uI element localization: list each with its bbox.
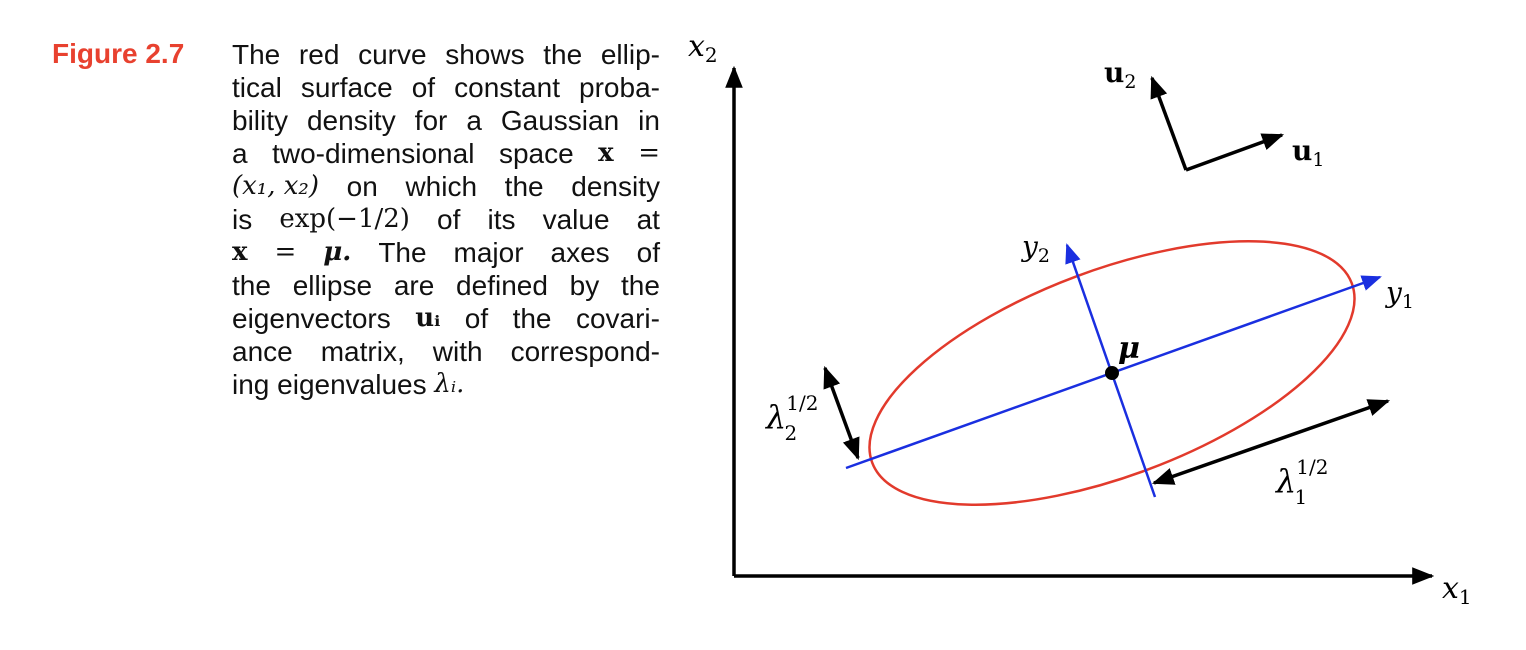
caption-word: in bbox=[638, 105, 660, 136]
caption-word: eigenvectors bbox=[232, 303, 391, 334]
caption-line: eigenvectors uᵢ of the covari- bbox=[232, 302, 660, 335]
caption-word: by bbox=[569, 270, 600, 301]
caption-math: x bbox=[598, 138, 614, 168]
caption-word: proba- bbox=[579, 72, 660, 103]
caption-line: ing eigenvalues λᵢ. bbox=[232, 368, 660, 401]
caption-word: the bbox=[543, 39, 583, 70]
caption-word: covari- bbox=[575, 303, 660, 334]
caption-line: (x₁, x₂) on which the density bbox=[232, 170, 660, 203]
caption-word: the bbox=[512, 303, 552, 334]
caption-word: curve bbox=[358, 39, 427, 70]
caption-word: surface bbox=[300, 72, 393, 103]
caption-math: = bbox=[638, 138, 660, 168]
x1-label: x1 bbox=[1442, 571, 1472, 609]
caption-word: of bbox=[411, 72, 436, 103]
caption-word: ing bbox=[232, 369, 270, 400]
u2-label: u2 bbox=[1104, 56, 1136, 93]
caption-word: matrix, bbox=[320, 336, 405, 367]
caption-line: the ellipse are defined by the bbox=[232, 269, 660, 302]
caption-word: at bbox=[636, 204, 660, 235]
figure-label: Figure 2.7 bbox=[52, 38, 185, 69]
caption-line: tical surface of constant proba- bbox=[232, 71, 660, 104]
lambda1-arrow bbox=[1151, 399, 1391, 485]
caption-word: on bbox=[346, 171, 378, 202]
caption-word: major bbox=[453, 237, 524, 268]
caption-math: λᵢ. bbox=[434, 369, 465, 399]
caption-word: space bbox=[498, 138, 574, 169]
caption-word: the bbox=[504, 171, 544, 202]
caption-word: eigenvalues bbox=[277, 369, 427, 400]
caption-math: μ. bbox=[323, 237, 352, 267]
caption-word: correspond- bbox=[510, 336, 660, 367]
caption-word: is bbox=[232, 204, 253, 235]
caption-word: a bbox=[466, 105, 482, 136]
caption-word: a bbox=[232, 138, 248, 169]
caption-line: a two-dimensional space x = bbox=[232, 137, 660, 170]
caption-line: The red curve shows the ellip- bbox=[232, 38, 660, 71]
caption-line: bility density for a Gaussian in bbox=[232, 104, 660, 137]
caption-word: shows bbox=[445, 39, 525, 70]
caption-word: density bbox=[571, 171, 660, 202]
caption-word: red bbox=[298, 39, 340, 70]
caption-word: for bbox=[414, 105, 448, 136]
y1-label: y1 bbox=[1384, 276, 1414, 313]
caption-line: ance matrix, with correspond- bbox=[232, 335, 660, 368]
caption-math: exp(−1/2) bbox=[279, 204, 410, 234]
caption-math: (x₁, x₂) bbox=[232, 171, 319, 201]
caption-word: density bbox=[306, 105, 396, 136]
caption-word: tical bbox=[232, 72, 282, 103]
caption-word: are bbox=[393, 270, 435, 301]
caption-math: x bbox=[232, 237, 248, 267]
caption-word: the bbox=[232, 270, 271, 301]
density-ellipse bbox=[868, 240, 1356, 506]
caption-word: of bbox=[636, 237, 660, 268]
caption-word: defined bbox=[456, 270, 548, 301]
caption-word: axes bbox=[550, 237, 610, 268]
x2-label: x2 bbox=[688, 29, 718, 67]
caption-word: which bbox=[405, 171, 478, 202]
caption-word: the bbox=[621, 270, 660, 301]
caption-word: constant bbox=[454, 72, 560, 103]
caption-word: of bbox=[464, 303, 489, 334]
lambda2-arrow bbox=[823, 365, 860, 461]
caption-word: bility bbox=[232, 105, 289, 136]
u1-label: u1 bbox=[1292, 134, 1324, 171]
caption-math: uᵢ bbox=[415, 303, 441, 333]
caption-word: of bbox=[437, 204, 461, 235]
caption-word: ellipse bbox=[292, 270, 373, 301]
caption-word: Gaussian bbox=[500, 105, 620, 136]
caption-math: = bbox=[274, 237, 297, 267]
caption-word: The bbox=[378, 237, 427, 268]
caption-word: with bbox=[432, 336, 483, 367]
caption-word: its bbox=[487, 204, 516, 235]
caption-word: value bbox=[542, 204, 610, 235]
mean-point bbox=[1105, 366, 1119, 380]
u1-vector bbox=[1185, 133, 1285, 172]
caption-word: ellip- bbox=[600, 39, 660, 70]
mu-label: μ bbox=[1118, 331, 1140, 366]
u2-vector bbox=[1150, 75, 1188, 171]
figure-caption: The red curve shows the ellip- tical sur… bbox=[232, 38, 660, 401]
caption-word: The bbox=[232, 39, 281, 70]
caption-line: x = μ. The major axes of bbox=[232, 236, 660, 269]
caption-line: is exp(−1/2) of its value at bbox=[232, 203, 660, 236]
caption-word: ance bbox=[232, 336, 293, 367]
y2-label: y2 bbox=[1020, 230, 1050, 267]
caption-word: two-dimensional bbox=[272, 138, 475, 169]
